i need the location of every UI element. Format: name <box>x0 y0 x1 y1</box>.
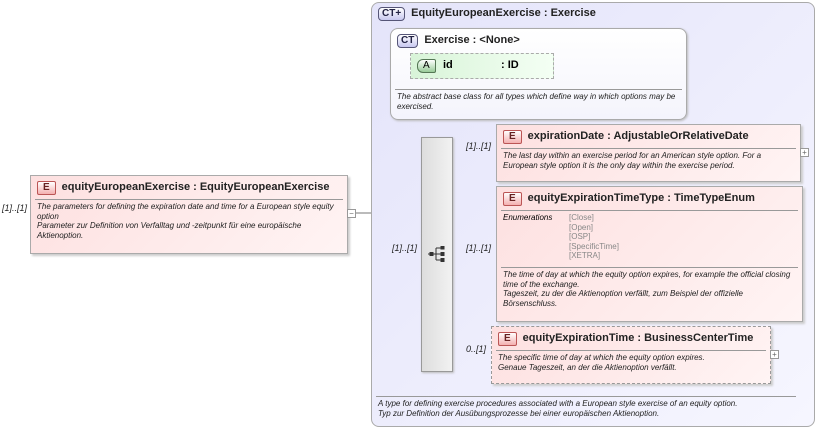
element-badge: E <box>498 332 517 346</box>
element-name: expirationDate <box>527 130 605 142</box>
element-name: equityExpirationTime <box>522 332 635 344</box>
enum-value: [XETRA] <box>569 251 601 260</box>
element-badge: E <box>503 130 522 144</box>
sequence-icon <box>428 246 445 262</box>
element-name: equityExpirationTimeType <box>527 192 665 204</box>
base-type-badge: CT <box>397 34 419 48</box>
element-type: : BusinessCenterTime <box>637 332 754 344</box>
child-occurrence: [1]..[1] <box>466 141 492 151</box>
complex-type-badge: CT+ <box>378 7 406 21</box>
element-doc: The last day within an exercise period f… <box>501 148 796 173</box>
collapse-button[interactable]: − <box>347 209 356 218</box>
expand-button[interactable]: + <box>770 350 779 359</box>
enum-value: [OSP] <box>569 232 591 241</box>
sequence-occurrence: [1]..[1] <box>392 243 418 253</box>
enum-value: [SpecificTime] <box>569 241 619 251</box>
sequence-box[interactable] <box>421 137 453 372</box>
base-type-doc: The abstract base class for all types wh… <box>395 89 682 114</box>
attribute-name: id <box>443 59 453 71</box>
enumerations-label: Enumerations <box>503 213 553 222</box>
base-type-name: Exercise <box>424 34 470 46</box>
complex-type-doc: A type for defining exercise procedures … <box>376 396 796 421</box>
root-name: equityEuropeanExercise <box>61 181 191 193</box>
complex-type-name: EquityEuropeanExercise <box>411 7 541 19</box>
element-doc: The specific time of day at which the eq… <box>496 350 766 375</box>
child-occurrence: 0..[1] <box>466 344 487 354</box>
root-type: : EquityEuropeanExercise <box>193 181 330 193</box>
expand-button[interactable]: + <box>800 148 809 157</box>
enum-value: [Open] <box>569 222 594 232</box>
base-type-base: : <None> <box>472 34 520 46</box>
root-occurrence: [1]..[1] <box>2 203 28 213</box>
enumerations: Enumerations [Close] [Open] [OSP] [Speci… <box>501 210 798 267</box>
root-doc: The parameters for defining the expirati… <box>35 199 343 243</box>
element-type: : AdjustableOrRelativeDate <box>607 130 749 142</box>
element-type: : TimeTypeEnum <box>667 192 755 204</box>
enum-value: [Close] <box>569 213 594 222</box>
attribute-badge: A <box>417 59 436 73</box>
complex-type-base: : Exercise <box>543 7 596 19</box>
attribute-id[interactable]: A id : ID <box>410 53 554 79</box>
element-badge: E <box>37 181 56 195</box>
element-doc: The time of day at which the equity opti… <box>501 267 798 311</box>
child-occurrence: [1]..[1] <box>466 243 492 253</box>
element-badge: E <box>503 192 522 206</box>
attribute-type: : ID <box>501 59 519 71</box>
